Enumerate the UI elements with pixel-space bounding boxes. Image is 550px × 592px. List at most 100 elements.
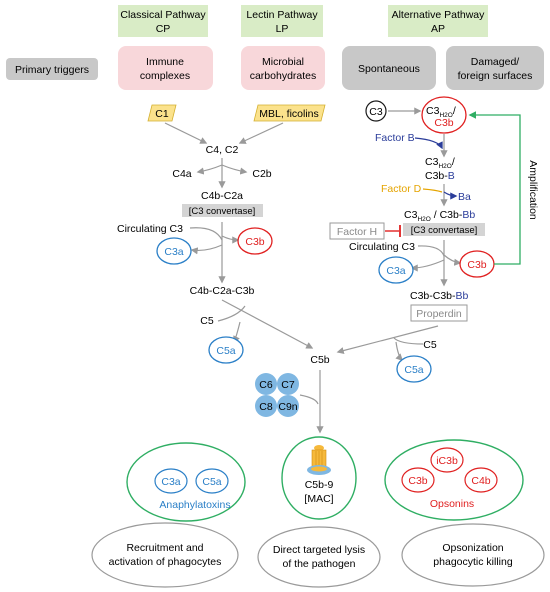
amplification-loop xyxy=(468,111,521,265)
ops-ic3b-circle xyxy=(430,447,464,473)
header-alternative-abbr: AP xyxy=(431,23,445,35)
ap-c3a-label: C3a xyxy=(386,265,405,277)
ap-circulating-c3: Circulating C3 xyxy=(349,241,415,253)
cp-c3-convertase-box xyxy=(182,204,263,217)
header-alternative: Alternative Pathway AP xyxy=(388,5,488,37)
arrow-factor-d xyxy=(422,188,443,193)
svg-text:foreign surfaces: foreign surfaces xyxy=(458,70,533,82)
header-lectin-title: Lectin Pathway xyxy=(246,9,318,21)
header-classical-title: Classical Pathway xyxy=(120,9,206,21)
cp-c3a-label: C3a xyxy=(164,246,183,258)
properdin-box xyxy=(410,304,468,322)
ap-c5a-circle xyxy=(396,355,432,383)
c1-box: C1 xyxy=(147,104,177,122)
ap-c3h2o-line1: C3H2O/ xyxy=(425,156,455,170)
arrow-c1-to-c4c2 xyxy=(164,122,208,144)
mac-circle xyxy=(281,436,357,520)
ops-c3b-label: C3b xyxy=(408,475,427,487)
mac-components: C6 C7 C8 C9n xyxy=(255,373,299,417)
ap-c3-label: C3 xyxy=(369,106,383,118)
arrow-to-ap-c5a xyxy=(395,341,404,362)
arrow-cp-to-c5b xyxy=(221,299,314,349)
c7-label: C7 xyxy=(281,379,295,391)
ap-factor-h-box xyxy=(329,222,385,240)
cp-c5-convertase: C4b-C2a-C3b xyxy=(190,285,255,297)
header-lectin-abbr: LP xyxy=(276,23,289,35)
ops-c4b-label: C4b xyxy=(471,475,490,487)
anaph-c5a-label: C5a xyxy=(202,476,221,488)
ap-c3h2o-circle xyxy=(421,96,467,134)
mac-label-2: [MAC] xyxy=(304,493,333,505)
c4a-label: C4a xyxy=(172,168,191,180)
mac-label-1: C5b-9 xyxy=(305,479,334,491)
trigger-spontaneous: Spontaneous xyxy=(342,46,436,90)
ap-c5-convertase: C3b-C3b-Bb xyxy=(410,290,469,302)
effect-recruitment-2: activation of phagocytes xyxy=(109,556,222,568)
effect-lysis: Direct targeted lysis of the pathogen xyxy=(257,526,381,588)
svg-text:Spontaneous: Spontaneous xyxy=(358,63,420,75)
mac-pore-icon xyxy=(307,445,331,475)
opsonins-label: Opsonins xyxy=(430,498,474,510)
effect-opsonization-1: Opsonization xyxy=(442,542,503,554)
mac-group: C5b-9 [MAC] xyxy=(281,436,357,520)
ap-c3-circle xyxy=(365,100,387,122)
header-alternative-title: Alternative Pathway xyxy=(392,9,486,21)
svg-text:Microbial: Microbial xyxy=(262,56,304,68)
c8-label: C8 xyxy=(259,401,273,413)
svg-text:Immune: Immune xyxy=(146,56,184,68)
arrow-mbl-to-c4c2 xyxy=(238,122,284,144)
ap-c5-label: C5 xyxy=(423,339,437,351)
ap-c3a-circle xyxy=(378,256,414,284)
ap-c3-convertase-box xyxy=(403,223,485,236)
c9n-circle xyxy=(277,395,299,417)
c4-c2-label: C4, C2 xyxy=(206,144,239,156)
svg-text:Damaged/: Damaged/ xyxy=(471,56,520,68)
arrow-to-ba xyxy=(443,191,458,200)
c4b-c2a-label: C4b-C2a xyxy=(201,190,243,202)
arrow-ap-c5-join xyxy=(393,337,424,345)
cp-c5a-label: C5a xyxy=(216,345,235,357)
properdin-label: Properdin xyxy=(416,308,462,320)
cp-circulating-c3: Circulating C3 xyxy=(117,223,183,235)
arrow-ap-to-c5b xyxy=(336,325,439,355)
header-classical: Classical Pathway CP xyxy=(118,5,208,37)
cp-c3-convertase: [C3 convertase] xyxy=(189,206,256,217)
effect-lysis-2: of the pathogen xyxy=(283,558,356,570)
cp-c5a-circle xyxy=(208,336,244,364)
ap-factor-d: Factor D xyxy=(381,183,422,195)
effect-opsonization-2: phagocytic killing xyxy=(433,556,513,568)
opsonins-circle xyxy=(384,439,524,521)
c7-circle xyxy=(277,373,299,395)
arrow-to-cp-c3b xyxy=(221,235,240,244)
anaphylatoxins-label: Anaphylatoxins xyxy=(159,499,230,511)
svg-text:complexes: complexes xyxy=(140,70,190,82)
amplification-label: Amplification xyxy=(527,160,539,220)
c9n-label: C9n xyxy=(278,401,297,413)
arrow-to-ap-c3a xyxy=(410,259,445,272)
anaphylatoxins-group: C3a C5a Anaphylatoxins xyxy=(126,442,246,522)
primary-triggers-label: Primary triggers xyxy=(6,58,98,80)
ap-c3bbb: C3H2O / C3b-Bb xyxy=(404,209,475,223)
ap-factor-h: Factor H xyxy=(337,226,377,238)
anaph-c5a-circle xyxy=(195,468,229,494)
arrow-circ-c3-join xyxy=(189,227,223,241)
c5b-label: C5b xyxy=(310,354,329,366)
header-lectin: Lectin Pathway LP xyxy=(241,5,323,37)
ap-c3b-b: C3b-B xyxy=(425,170,455,182)
header-classical-abbr: CP xyxy=(156,23,171,35)
arrow-ap-circ-join xyxy=(417,245,445,257)
arrow-to-c4a xyxy=(196,164,223,175)
trigger-microbial-carbohydrates: Microbial carbohydrates xyxy=(241,46,325,90)
arrow-to-c2b xyxy=(221,164,248,175)
effect-recruitment: Recruitment and activation of phagocytes xyxy=(91,522,239,588)
effect-recruitment-1: Recruitment and xyxy=(126,542,203,554)
c2b-label: C2b xyxy=(252,168,271,180)
arrow-to-ap-c3b xyxy=(443,254,462,266)
anaph-c3a-label: C3a xyxy=(161,476,180,488)
ap-ba: Ba xyxy=(458,191,471,203)
cp-c3b-circle xyxy=(237,227,273,255)
anaph-c3a-circle xyxy=(154,468,188,494)
ap-c5a-label: C5a xyxy=(404,364,423,376)
svg-text:C1: C1 xyxy=(155,108,169,120)
